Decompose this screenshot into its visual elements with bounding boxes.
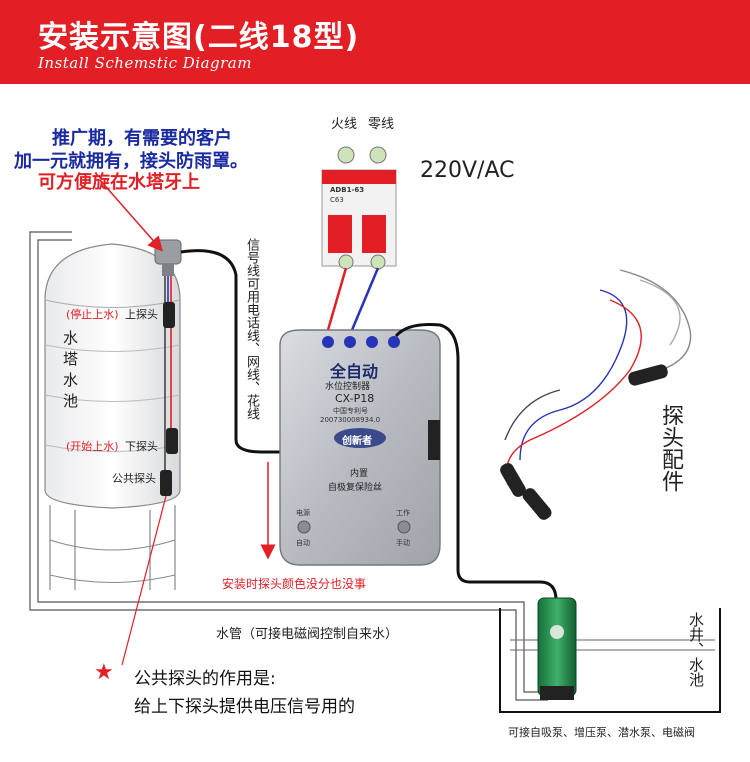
common-probe-label: 公共探头 xyxy=(112,472,156,485)
voltage-label: 220V/AC xyxy=(420,158,515,183)
signal-cable xyxy=(180,249,282,454)
signal-cable-note: 信号线可用电话线、网线、花线 xyxy=(244,238,259,420)
controller-power-indicator: 电源 xyxy=(296,509,310,517)
well xyxy=(499,608,721,713)
promo-line-2: 加一元就拥有，接头防雨罩。 xyxy=(14,151,248,172)
well-label: 水井、水池 xyxy=(687,612,705,687)
breaker-model: ADB1-63 xyxy=(330,186,365,194)
star-icon: ★ xyxy=(94,660,114,685)
controller-patent: 中国专利号 xyxy=(333,407,368,415)
common-note-line-2: 给上下探头提供电压信号用的 xyxy=(134,697,355,717)
controller-auto-button: 自动 xyxy=(296,539,310,547)
controller-feature-2: 自极复保险丝 xyxy=(328,483,383,493)
circuit-breaker xyxy=(321,146,397,270)
pump-cable xyxy=(394,323,558,601)
pipe-label: 水管（可接电磁阀控制自来水） xyxy=(216,627,399,642)
water-pump xyxy=(537,597,577,700)
promo-line-1: 推广期，有需要的客户 xyxy=(52,128,232,149)
controller-work-indicator: 工作 xyxy=(396,509,410,517)
header-banner: 安装示意图(二线18型) Install Schemstic Diagram xyxy=(0,0,750,84)
promo-line-3: 可方便旋在水塔牙上 xyxy=(38,172,200,193)
tank-label: 水塔水池 xyxy=(61,330,79,414)
lower-probe xyxy=(166,428,178,454)
page-title: 安装示意图(二线18型) xyxy=(38,20,360,55)
controller-patent-number: 200730008934.0 xyxy=(320,416,381,424)
common-note-line-1: 公共探头的作用是: xyxy=(134,669,276,689)
upper-probe xyxy=(163,302,175,328)
controller-model: CX-P18 xyxy=(335,392,375,405)
lower-probe-tag: (开始上水) xyxy=(66,440,119,453)
probe-accessory-label: 探头配件 xyxy=(658,404,683,492)
controller-manual-button: 手动 xyxy=(396,539,410,547)
install-note: 安装时探头颜色没分也没事 xyxy=(222,577,367,591)
common-probe-body xyxy=(160,470,172,496)
upper-probe-label: 上探头 xyxy=(125,308,158,321)
lower-probe-label: 下探头 xyxy=(125,440,158,453)
probe-accessories xyxy=(504,269,692,486)
level-controller xyxy=(279,329,441,566)
controller-logo: 创新者 xyxy=(342,436,372,447)
page-subtitle: Install Schemstic Diagram xyxy=(38,54,252,72)
water-pipe xyxy=(29,231,548,701)
breaker-rating: C63 xyxy=(330,196,344,204)
water-tank xyxy=(44,243,181,590)
live-wire-label: 火线 xyxy=(331,117,358,132)
controller-brand: 全自动 xyxy=(330,362,379,381)
neutral-wire-label: 零线 xyxy=(368,117,395,132)
upper-probe-tag: (停止上水) xyxy=(66,308,119,321)
controller-type: 水位控制器 xyxy=(325,382,371,392)
pump-note: 可接自吸泵、增压泵、潜水泵、电磁阀 xyxy=(508,726,695,739)
controller-feature-1: 内置 xyxy=(350,469,369,479)
